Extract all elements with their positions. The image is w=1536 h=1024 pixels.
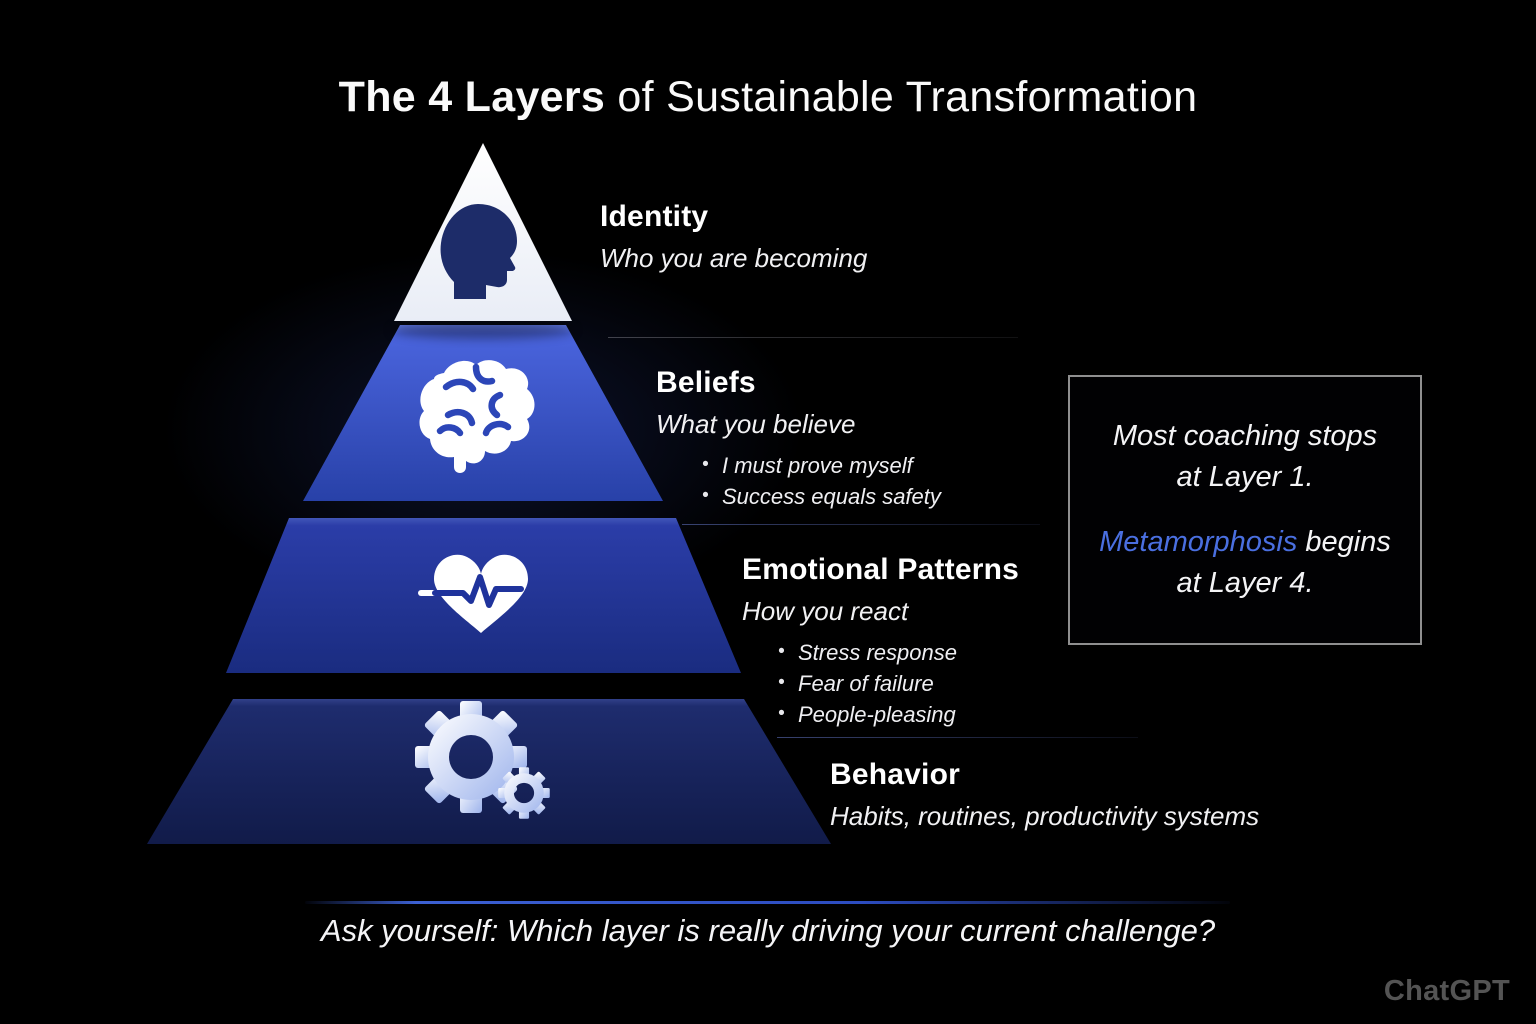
chatgpt-watermark: ChatGPT — [1383, 975, 1510, 1007]
bullet-item: Success equals safety — [702, 484, 941, 510]
triangle-shadow — [391, 321, 575, 339]
brain-icon — [419, 360, 535, 473]
layer-label-identity: Identity Who you are becoming — [600, 200, 867, 274]
layer-subtitle: Who you are becoming — [600, 243, 868, 273]
layer-name: Emotional Patterns — [742, 553, 1019, 586]
layer-subtitle: What you believe — [656, 409, 856, 439]
layer-label-behavior: Behavior Habits, routines, productivity … — [830, 758, 1259, 832]
heart-pulse-icon — [418, 554, 528, 633]
divider-beliefs-emotional — [682, 524, 1040, 525]
layer-name: Behavior — [830, 758, 960, 791]
layer-label-beliefs: Beliefs What you believe I must prove my… — [656, 366, 941, 515]
layer-subtitle: How you react — [742, 596, 909, 626]
emotional-bullet-list: Stress response Fear of failure People-p… — [778, 640, 1019, 728]
coaching-callout-box: Most coaching stops at Layer 1. Metamorph… — [1068, 375, 1422, 645]
bullet-item: Stress response — [778, 640, 1019, 666]
bullet-item: People-pleasing — [778, 702, 1019, 728]
divider-emotional-behavior — [777, 737, 1138, 738]
layer-name: Identity — [600, 200, 709, 233]
layer-label-emotional-patterns: Emotional Patterns How you react Stress … — [742, 553, 1019, 733]
title-rest: of Sustainable Transformation — [605, 72, 1198, 121]
callout-line1: Most coaching stops — [1112, 419, 1378, 452]
layer-name: Beliefs — [656, 366, 756, 399]
callout-after-highlight: begins — [1297, 526, 1391, 558]
head-profile-icon — [440, 204, 517, 299]
title-bold: The 4 Layers — [338, 72, 606, 121]
callout-paragraph-1: Most coaching stops at Layer 1. — [1070, 416, 1420, 498]
layer-subtitle: Habits, routines, productivity systems — [830, 801, 1260, 831]
page-title: The 4 Layers of Sustainable Transformati… — [0, 73, 1536, 122]
bullet-item: I must prove myself — [702, 453, 941, 479]
belief-bullet-list: I must prove myself Success equals safet… — [702, 453, 941, 510]
footer-question: Ask yourself: Which layer is really driv… — [320, 913, 1216, 948]
callout-highlight-metamorphosis: Metamorphosis — [1099, 526, 1298, 558]
callout-paragraph-2: Metamorphosis begins at Layer 4. — [1070, 522, 1420, 604]
callout-line4: at Layer 4. — [1176, 567, 1314, 600]
callout-line2: at Layer 1. — [1176, 460, 1314, 493]
footer-divider — [305, 901, 1230, 904]
bullet-item: Fear of failure — [778, 671, 1019, 697]
divider-identity-beliefs — [608, 337, 1018, 338]
